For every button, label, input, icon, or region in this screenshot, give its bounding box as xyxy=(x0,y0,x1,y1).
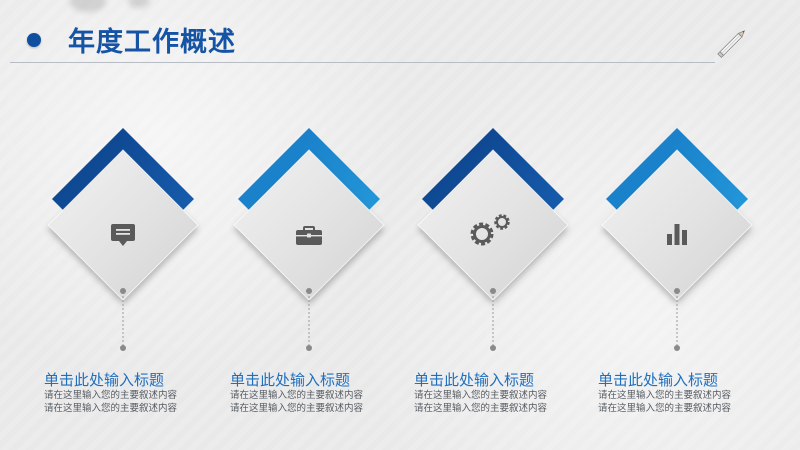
chat-bubble-icon xyxy=(107,218,139,250)
gears-icon xyxy=(468,210,514,250)
card-description-line: 请在这里输入您的主要叙述内容 xyxy=(598,390,732,401)
card-title[interactable]: 单击此处输入标题 xyxy=(230,371,351,389)
decorative-shadow xyxy=(70,0,106,12)
connector-dot xyxy=(490,288,496,294)
card-title[interactable]: 单击此处输入标题 xyxy=(414,371,535,389)
connector-dot xyxy=(306,345,312,351)
connector-dot xyxy=(120,288,126,294)
card-description-line: 请在这里输入您的主要叙述内容 xyxy=(414,390,548,401)
connector-dot xyxy=(490,345,496,351)
connector-line xyxy=(308,292,310,348)
card-diamond xyxy=(233,128,385,301)
connector-line xyxy=(492,292,494,348)
card-description-line: 请在这里输入您的主要叙述内容 xyxy=(414,403,548,414)
card-description[interactable]: 请在这里输入您的主要叙述内容 请在这里输入您的主要叙述内容 xyxy=(598,389,768,415)
title-bullet-icon xyxy=(27,33,41,47)
slide-header: 年度工作概述 xyxy=(0,0,800,70)
connector-dot xyxy=(674,345,680,351)
card-description-line: 请在这里输入您的主要叙述内容 xyxy=(598,403,732,414)
connector-line xyxy=(122,292,124,348)
card-description[interactable]: 请在这里输入您的主要叙述内容 请在这里输入您的主要叙述内容 xyxy=(44,389,214,415)
card-description[interactable]: 请在这里输入您的主要叙述内容 请在这里输入您的主要叙述内容 xyxy=(230,389,400,415)
connector-dot xyxy=(120,345,126,351)
page-title[interactable]: 年度工作概述 xyxy=(68,27,236,58)
card-description-line: 请在这里输入您的主要叙述内容 xyxy=(230,403,364,414)
connector-dot xyxy=(674,288,680,294)
bar-chart-icon xyxy=(661,218,693,250)
decorative-shadow xyxy=(128,0,150,8)
header-divider xyxy=(10,62,715,63)
connector-dot xyxy=(306,288,312,294)
feature-card-2: 单击此处输入标题 请在这里输入您的主要叙述内容 请在这里输入您的主要叙述内容 xyxy=(230,128,385,428)
card-description[interactable]: 请在这里输入您的主要叙述内容 请在这里输入您的主要叙述内容 xyxy=(414,389,584,415)
card-description-line: 请在这里输入您的主要叙述内容 xyxy=(230,390,364,401)
card-title[interactable]: 单击此处输入标题 xyxy=(44,371,165,389)
connector-line xyxy=(676,292,678,348)
card-description-line: 请在这里输入您的主要叙述内容 xyxy=(44,390,178,401)
feature-card-3: 单击此处输入标题 请在这里输入您的主要叙述内容 请在这里输入您的主要叙述内容 xyxy=(414,128,569,428)
feature-card-1: 单击此处输入标题 请在这里输入您的主要叙述内容 请在这里输入您的主要叙述内容 xyxy=(44,128,199,428)
pencil-icon xyxy=(717,30,746,59)
feature-card-4: 单击此处输入标题 请在这里输入您的主要叙述内容 请在这里输入您的主要叙述内容 xyxy=(598,128,753,428)
card-title[interactable]: 单击此处输入标题 xyxy=(598,371,719,389)
card-description-line: 请在这里输入您的主要叙述内容 xyxy=(44,403,178,414)
briefcase-icon xyxy=(293,218,325,250)
